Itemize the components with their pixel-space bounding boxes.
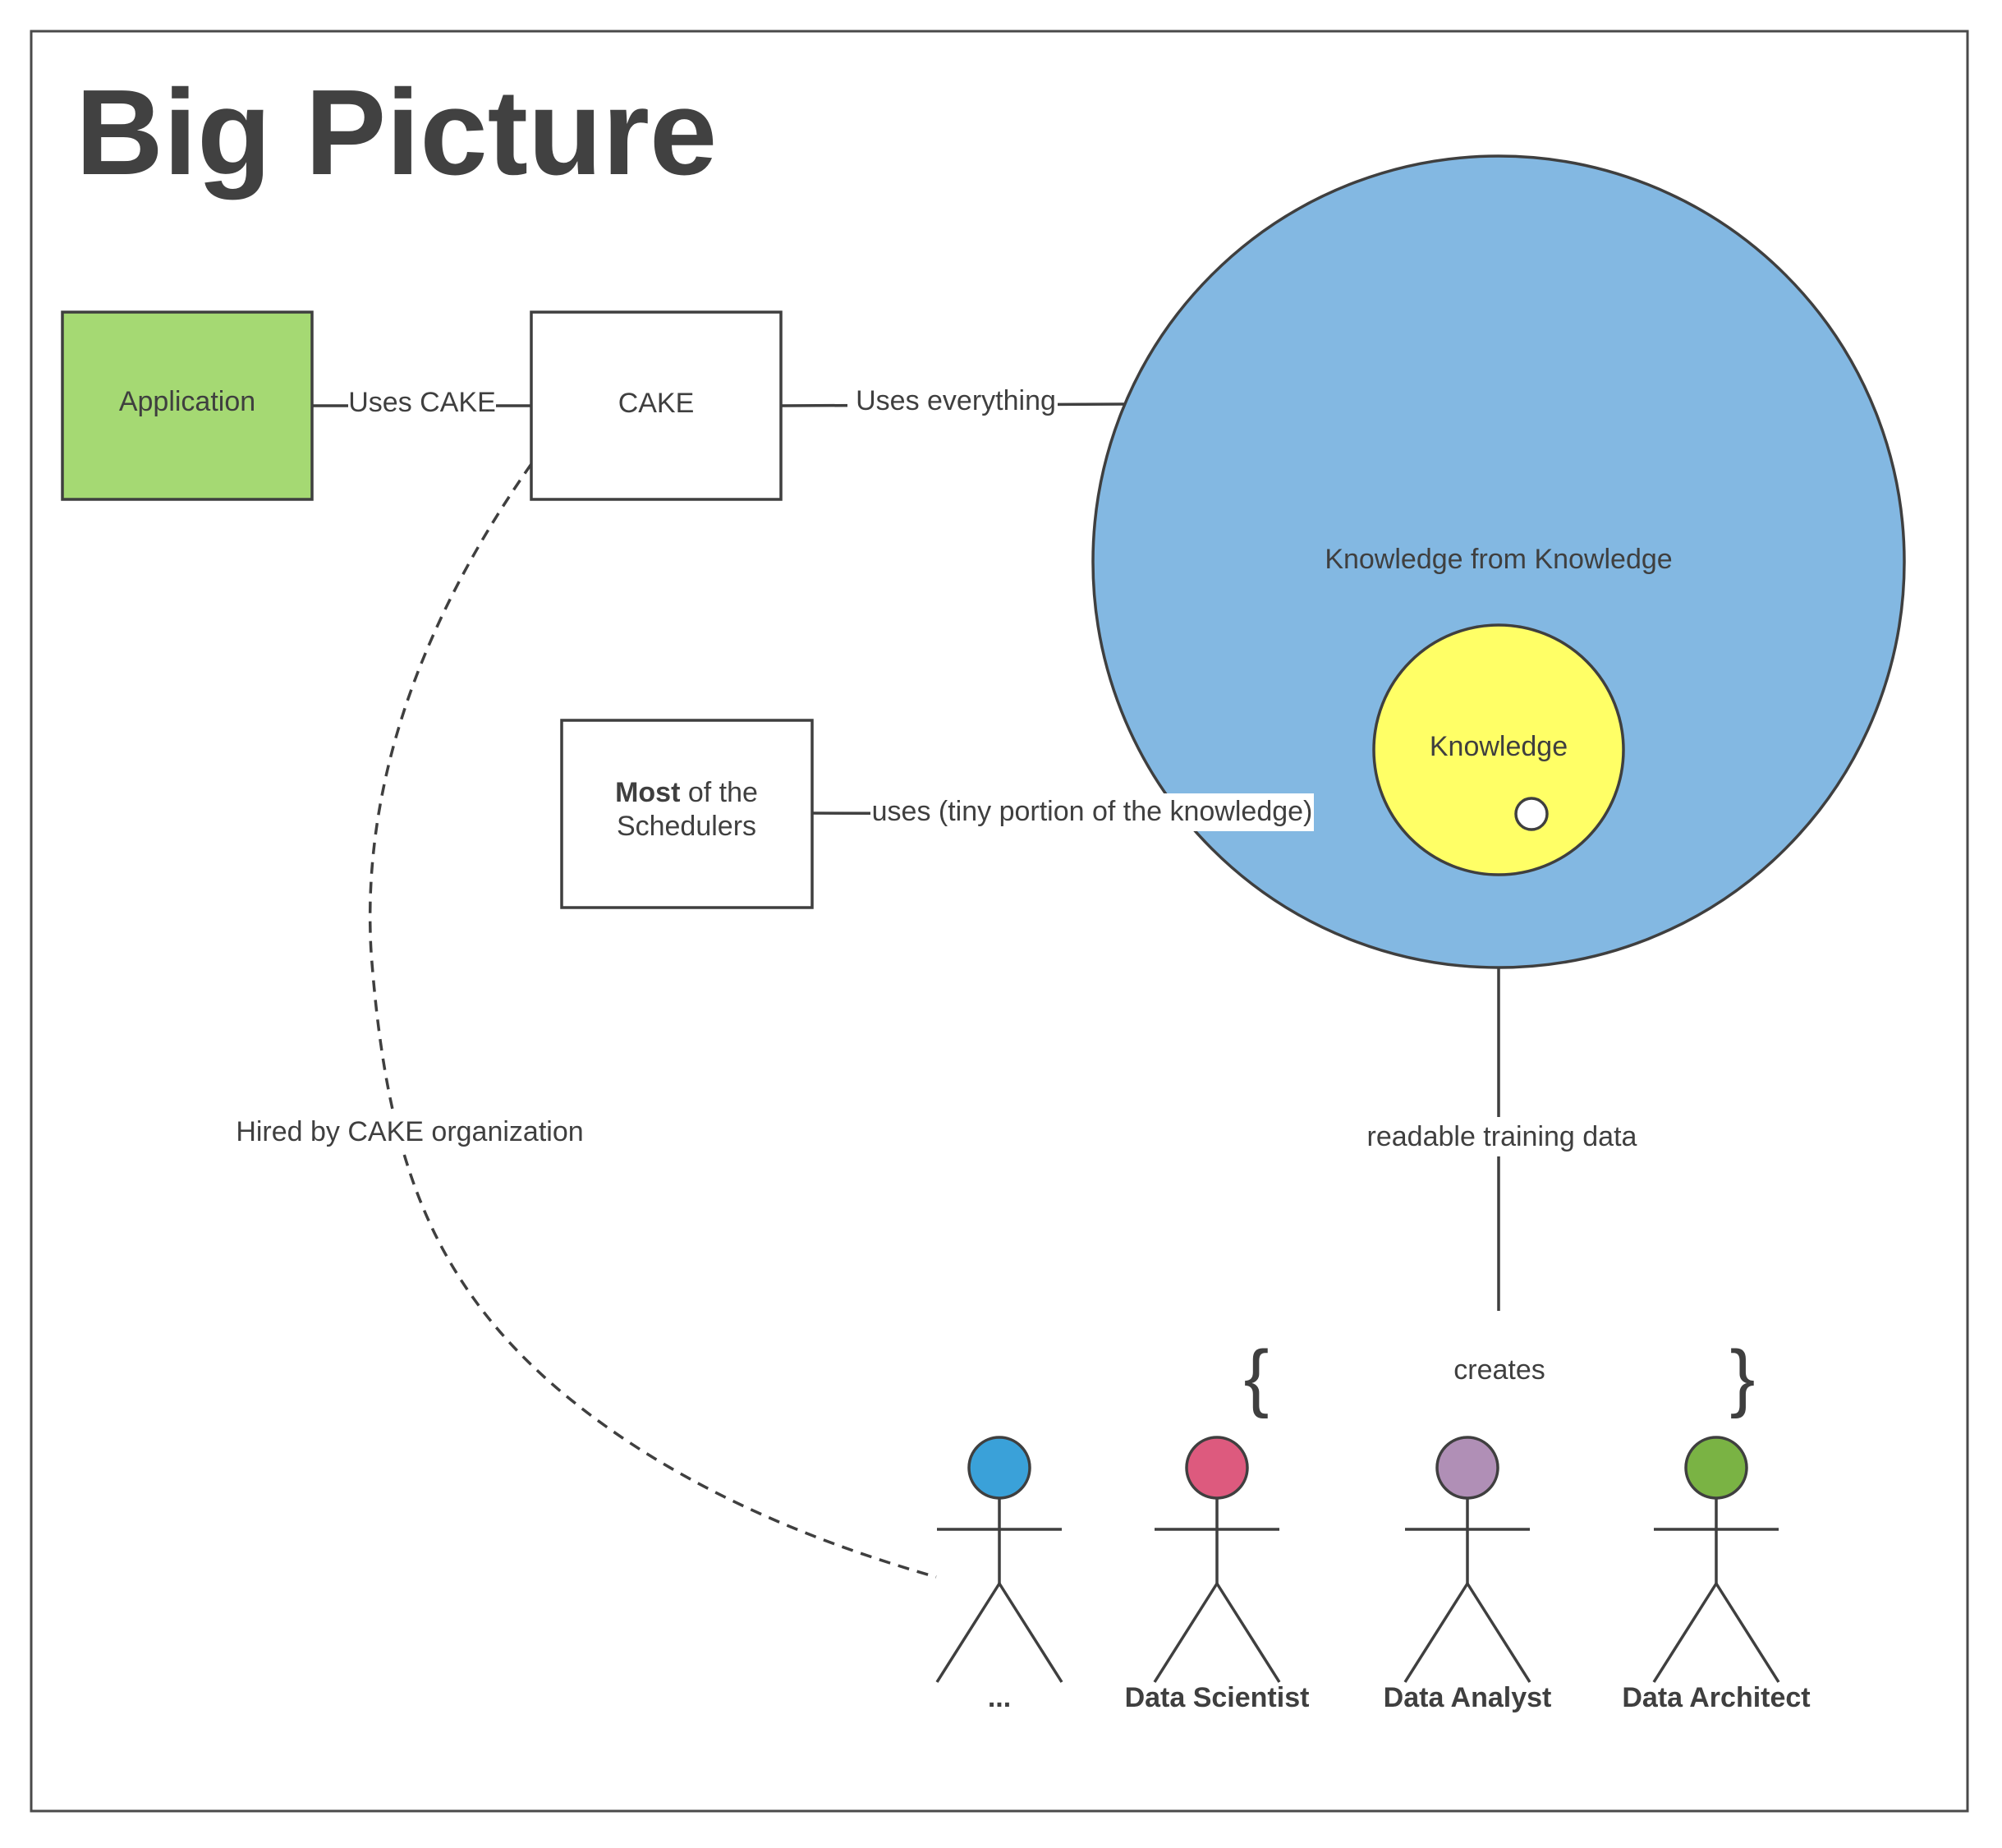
actor-data-scientist[interactable]: Data Scientist <box>1125 1436 1310 1713</box>
knowledge-circle <box>1372 623 1625 876</box>
uses-tiny-label: uses (tiny portion of the knowledge) <box>872 796 1313 827</box>
schedulers-label-line1: Most of the <box>615 777 758 808</box>
application-box[interactable] <box>61 310 314 501</box>
brace-close: } <box>1730 1335 1756 1419</box>
cake-label: CAKE <box>618 388 695 419</box>
actor-data-analyst[interactable]: Data Analyst <box>1384 1436 1552 1713</box>
knowledge-from-knowledge-circle <box>1091 154 1906 969</box>
uses-everything-label: Uses everything <box>856 385 1056 416</box>
schedulers-box[interactable] <box>560 719 814 909</box>
connection-point <box>1514 797 1549 831</box>
actor-data-architect[interactable]: Data Architect <box>1622 1436 1811 1713</box>
uses-cake-label: Uses CAKE <box>348 387 496 418</box>
knowledge-label: Knowledge <box>1430 731 1568 762</box>
actor-data-scientist-head <box>1185 1436 1249 1500</box>
actor-data-architect-head <box>1684 1436 1748 1500</box>
uses-tiny-label-bg <box>870 793 1314 831</box>
actor-other-label: ... <box>988 1682 1011 1713</box>
hired-by-label: Hired by CAKE organization <box>236 1116 583 1147</box>
readable-training-data-label: readable training data <box>1367 1121 1637 1152</box>
knowledge-from-knowledge-label: Knowledge from Knowledge <box>1325 544 1672 575</box>
readable-training-data-label-bg <box>1363 1117 1634 1156</box>
actor-data-architect-label: Data Architect <box>1622 1682 1810 1713</box>
actor-data-scientist-label: Data Scientist <box>1125 1682 1310 1713</box>
brace-open: { <box>1244 1335 1270 1419</box>
uses-cake-label-bg <box>348 384 496 422</box>
schedulers-of-the-text: of the <box>680 777 758 808</box>
actor-data-analyst-label: Data Analyst <box>1384 1682 1552 1713</box>
edge-hired-by-dashed <box>368 462 937 1579</box>
creates-label: creates <box>1453 1354 1545 1386</box>
cake-box[interactable] <box>530 310 783 501</box>
schedulers-label-line2: Schedulers <box>617 811 756 842</box>
uses-everything-label-bg <box>847 383 1058 421</box>
actor-other-head <box>967 1436 1031 1500</box>
actor-data-analyst-head <box>1435 1436 1499 1500</box>
hired-by-label-bg <box>230 1114 591 1153</box>
actor-other[interactable]: ... <box>935 1436 1063 1713</box>
application-label: Application <box>119 386 255 417</box>
diagram-title: Big Picture <box>76 65 717 200</box>
schedulers-most-text: Most <box>615 777 680 808</box>
